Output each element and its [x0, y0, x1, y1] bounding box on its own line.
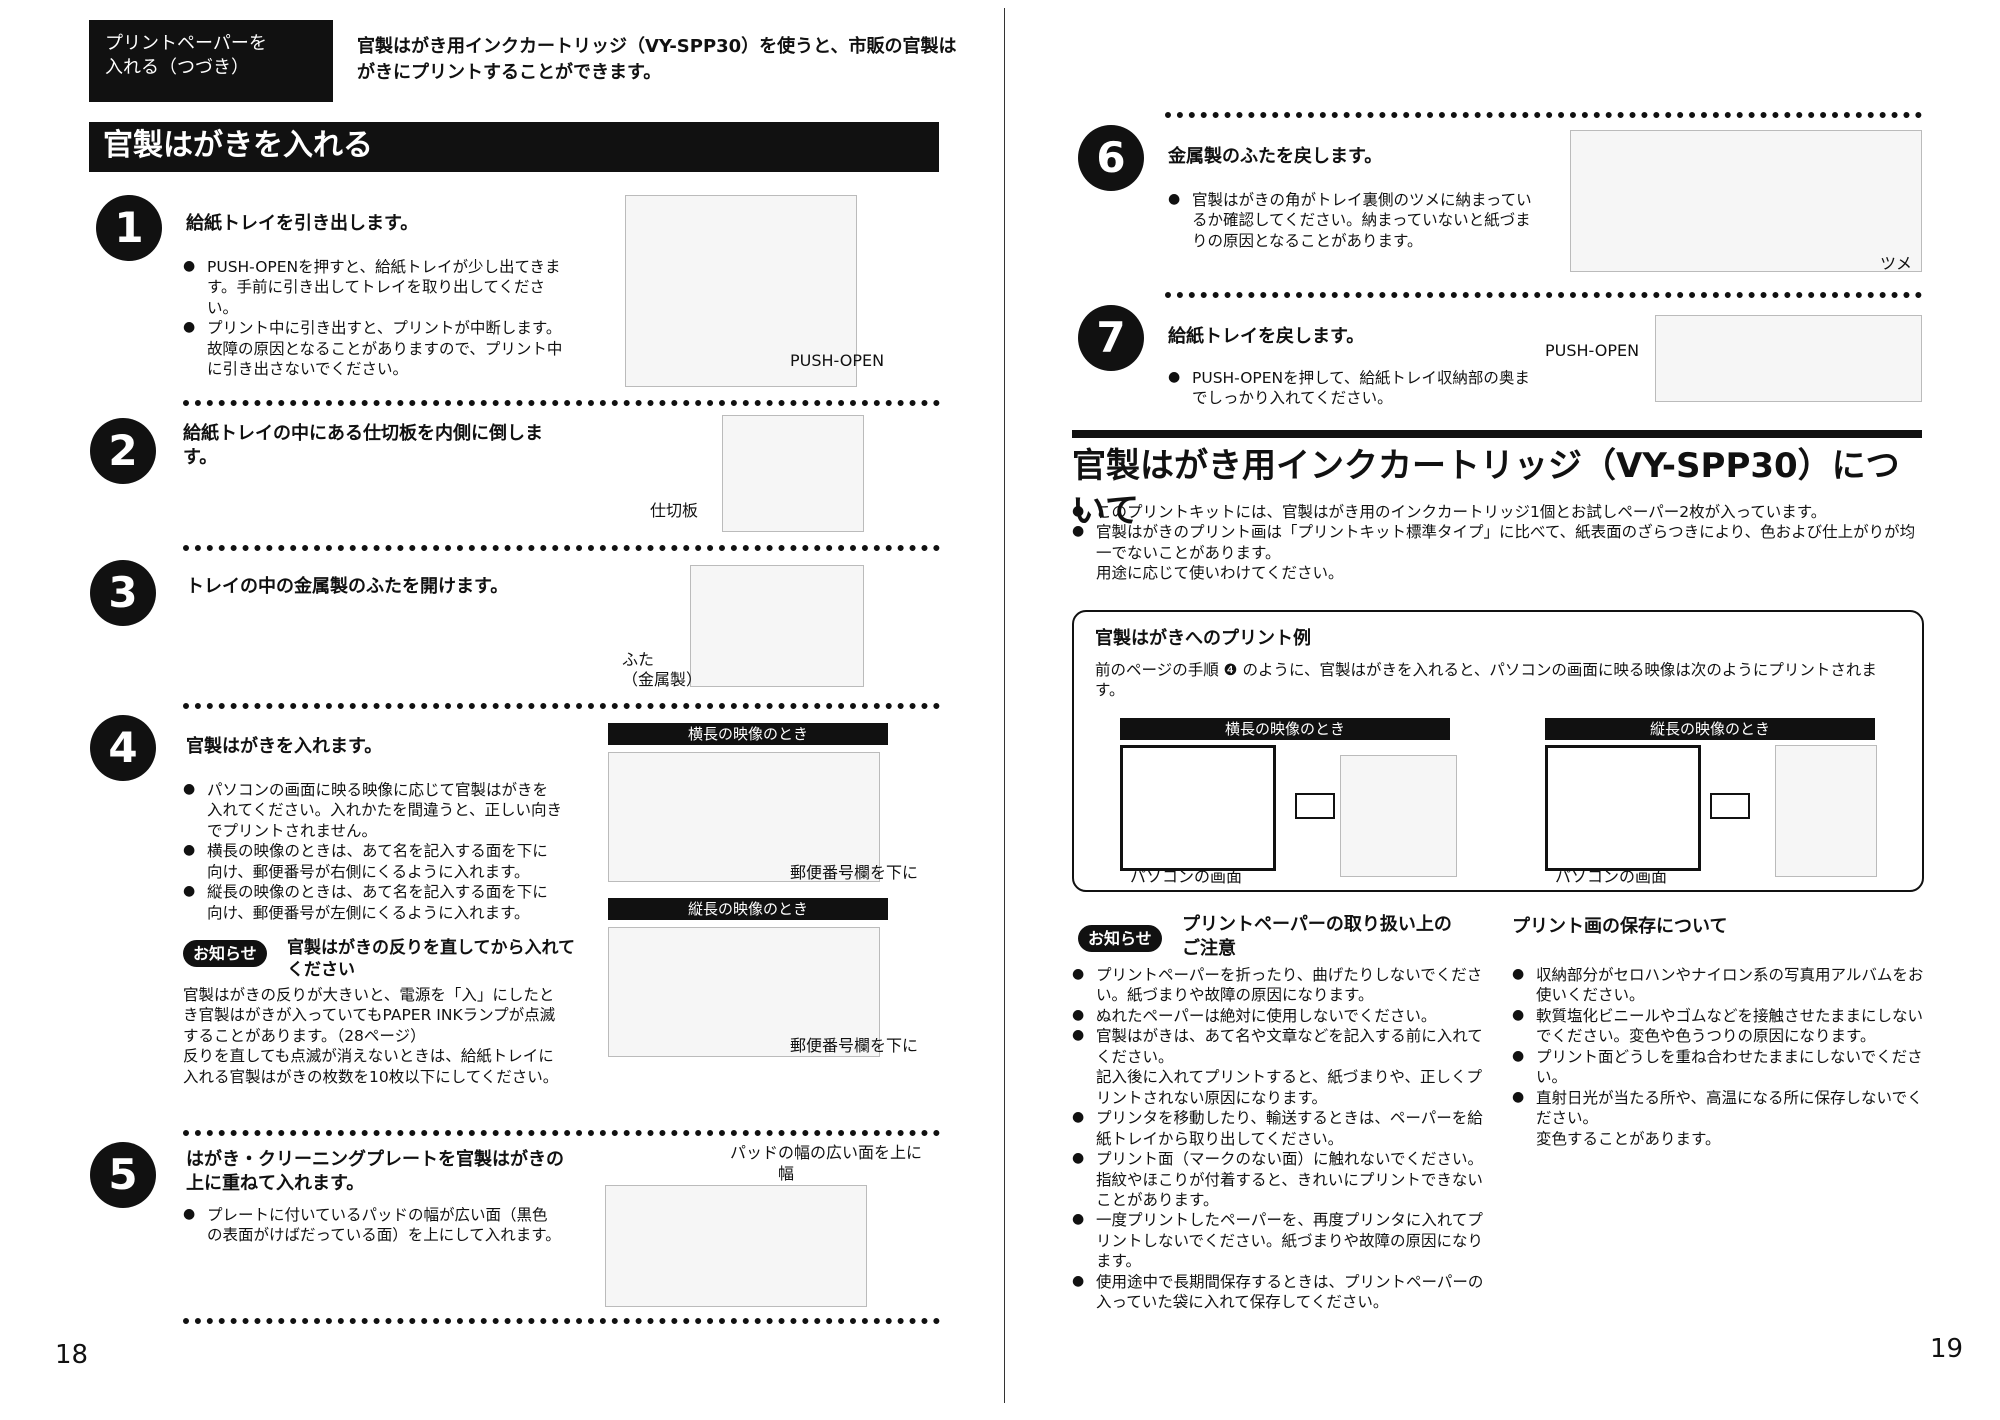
- bullet: プリント面どうしを重ね合わせたままにしないでください。: [1512, 1047, 1927, 1088]
- push-open-label: PUSH-OPEN: [790, 351, 885, 370]
- arrow-right-icon: [1710, 793, 1750, 819]
- lid-label: ふた （金属製）: [622, 650, 703, 689]
- step-title-4: 官製はがきを入れます。: [186, 736, 383, 757]
- landscape-bar: 横長の映像のとき: [608, 723, 888, 745]
- bullet: プリントペーパーを折ったり、曲げたりしないでください。紙づまりや故障の原因になり…: [1072, 965, 1492, 1006]
- partition-illustration: [722, 415, 864, 532]
- claw-label: ツメ: [1880, 254, 1913, 273]
- bullet: 軟質塩化ビニールやゴムなどを接触させたままにしないでください。変色や色うつりの原…: [1512, 1006, 1927, 1047]
- step-bullets-5: プレートに付いているパッドの幅が広い面（黒色の表面がけばだっている面）を上にして…: [183, 1205, 563, 1246]
- bullet: 横長の映像のときは、あて名を記入する面を下に向け、郵便番号が右側にくるように入れ…: [183, 841, 563, 882]
- step-bullets-6: 官製はがきの角がトレイ裏側のツメに納まっているか確認してください。納まっていない…: [1168, 190, 1538, 251]
- storage-title: プリント画の保存について: [1512, 916, 1728, 937]
- printer-front-illustration: [1655, 315, 1922, 402]
- cartridge-bullets: このプリントキットには、官製はがき用のインクカートリッジ1個とお試しペーパー2枚…: [1072, 502, 1922, 584]
- notice-badge-right: お知らせ: [1078, 925, 1162, 953]
- section-label: プリントペーパーを 入れる（つづき）: [89, 20, 333, 102]
- bullet: 直射日光が当たる所や、高温になる所に保存しないでください。 変色することがありま…: [1512, 1088, 1927, 1149]
- bullet: 収納部分がセロハンやナイロン系の写真用アルバムをお使いください。: [1512, 965, 1927, 1006]
- arrow-right-icon: [1295, 793, 1335, 819]
- example-body: 前のページの手順 ❹ のように、官製はがきを入れると、パソコンの画面に映る映像は…: [1095, 661, 1877, 700]
- divider: [183, 400, 940, 406]
- lid-close-illustration: [1570, 130, 1922, 272]
- bullet: ぬれたペーパーは絶対に使用しないでください。: [1072, 1006, 1492, 1026]
- step-title-3: トレイの中の金属製のふたを開けます。: [186, 576, 509, 597]
- step-number-4: 4: [90, 715, 156, 781]
- step-title-1: 給紙トレイを引き出します。: [186, 213, 419, 234]
- bullet: PUSH-OPENを押して、給紙トレイ収納部の奥までしっかり入れてください。: [1168, 368, 1538, 409]
- step-title-5: はがき・クリーニングプレートを官製はがきの上に重ねて入れます。: [186, 1149, 564, 1194]
- divider: [1165, 292, 1922, 298]
- notice-title-right: プリントペーパーの取り扱い上の ご注意: [1182, 914, 1452, 959]
- printed-card-portrait: [1775, 745, 1877, 877]
- lid-illustration: [690, 565, 864, 687]
- intro-text: 官製はがき用インクカートリッジ（VY-SPP30）を使うと、市販の官製はがきにプ…: [357, 36, 957, 84]
- push-open-label-2: PUSH-OPEN: [1545, 341, 1640, 360]
- step-title-7: 給紙トレイを戻します。: [1168, 326, 1365, 347]
- step-number-7: 7: [1078, 305, 1144, 371]
- bullet: プリント中に引き出すと、プリントが中断します。故障の原因となることがありますので…: [183, 318, 563, 379]
- notice-body: 官製はがきの反りが大きいと、電源を「入」にしたとき官製はがきが入っていてもPAP…: [183, 986, 559, 1086]
- pc-screen-portrait: [1545, 745, 1701, 871]
- bullet: 一度プリントしたペーパーを、再度プリンタに入れてプリントしないでください。紙づま…: [1072, 1210, 1492, 1271]
- postal-code-note-1: 郵便番号欄を下に: [790, 863, 919, 882]
- landscape-insert-illustration: [608, 752, 880, 882]
- step-bullets-7: PUSH-OPENを押して、給紙トレイ収納部の奥までしっかり入れてください。: [1168, 368, 1538, 409]
- divider: [1165, 112, 1922, 118]
- divider: [183, 703, 940, 709]
- notice-badge: お知らせ: [183, 940, 267, 968]
- step-bullets-1: PUSH-OPENを押すと、給紙トレイが少し出てきます。手前に引き出してトレイを…: [183, 257, 563, 380]
- bullet: 官製はがきのプリント画は「プリントキット標準タイプ」に比べて、紙表面のざらつきに…: [1072, 522, 1922, 583]
- screen-label-1: パソコンの画面: [1130, 867, 1243, 886]
- bullet: パソコンの画面に映る映像に応じて官製はがきを入れてください。入れかたを間違うと、…: [183, 780, 563, 841]
- cleaning-plate-illustration: [605, 1185, 867, 1307]
- portrait-bar: 縦長の映像のとき: [608, 898, 888, 920]
- step-number-2: 2: [90, 418, 156, 484]
- page-title: 官製はがきを入れる: [89, 122, 939, 172]
- width-label: 幅: [778, 1164, 795, 1183]
- example-title: 官製はがきへのプリント例: [1095, 628, 1311, 649]
- bullet: 官製はがきは、あて名や文章などを記入する前に入れてください。 記入後に入れてプリ…: [1072, 1026, 1492, 1108]
- page-divider: [1004, 8, 1005, 1403]
- bullet: プリンタを移動したり、輸送するときは、ペーパーを給紙トレイから取り出してください…: [1072, 1108, 1492, 1149]
- storage-bullets: 収納部分がセロハンやナイロン系の写真用アルバムをお使いください。 軟質塩化ビニー…: [1512, 965, 1927, 1149]
- step-title-2: 給紙トレイの中にある仕切板を内側に倒します。: [183, 423, 543, 468]
- step-number-3: 3: [90, 560, 156, 626]
- example-landscape-bar: 横長の映像のとき: [1120, 718, 1450, 740]
- page-number-left: 18: [55, 1340, 89, 1370]
- step-number-5: 5: [90, 1142, 156, 1208]
- step-bullets-4: パソコンの画面に映る映像に応じて官製はがきを入れてください。入れかたを間違うと、…: [183, 780, 563, 923]
- step-number-1: 1: [96, 195, 162, 261]
- divider: [183, 1318, 940, 1324]
- bullet: プリント面（マークのない面）に触れないでください。指紋やほこりが付着すると、きれ…: [1072, 1149, 1492, 1210]
- printer-tray-illustration: [625, 195, 857, 387]
- cartridge-title: 官製はがき用インクカートリッジ（VY-SPP30）について: [1072, 430, 1922, 534]
- divider: [183, 545, 940, 551]
- print-example-box: [1072, 610, 1924, 892]
- bullet: PUSH-OPENを押すと、給紙トレイが少し出てきます。手前に引き出してトレイを…: [183, 257, 563, 318]
- screen-label-2: パソコンの画面: [1555, 867, 1668, 886]
- notice-bullets-right: プリントペーパーを折ったり、曲げたりしないでください。紙づまりや故障の原因になり…: [1072, 965, 1492, 1313]
- pad-label: パッドの幅の広い面を上に: [730, 1143, 923, 1162]
- postal-code-note-2: 郵便番号欄を下に: [790, 1036, 919, 1055]
- pc-screen-landscape: [1120, 745, 1276, 871]
- example-portrait-bar: 縦長の映像のとき: [1545, 718, 1875, 740]
- notice-title: 官製はがきの反りを直してから入れてください: [287, 938, 575, 981]
- bullet: このプリントキットには、官製はがき用のインクカートリッジ1個とお試しペーパー2枚…: [1072, 502, 1922, 522]
- bullet: 縦長の映像のときは、あて名を記入する面を下に向け、郵便番号が左側にくるように入れ…: [183, 882, 563, 923]
- portrait-insert-illustration: [608, 927, 880, 1057]
- partition-label: 仕切板: [650, 501, 699, 520]
- step-title-6: 金属製のふたを戻します。: [1168, 146, 1383, 167]
- bullet: 官製はがきの角がトレイ裏側のツメに納まっているか確認してください。納まっていない…: [1168, 190, 1538, 251]
- step-number-6: 6: [1078, 125, 1144, 191]
- printed-card-landscape: [1340, 755, 1457, 877]
- bullet: プレートに付いているパッドの幅が広い面（黒色の表面がけばだっている面）を上にして…: [183, 1205, 563, 1246]
- divider: [183, 1130, 940, 1136]
- page-number-right: 19: [1930, 1334, 1964, 1364]
- bullet: 使用途中で長期間保存するときは、プリントペーパーの入っていた袋に入れて保存してく…: [1072, 1272, 1492, 1313]
